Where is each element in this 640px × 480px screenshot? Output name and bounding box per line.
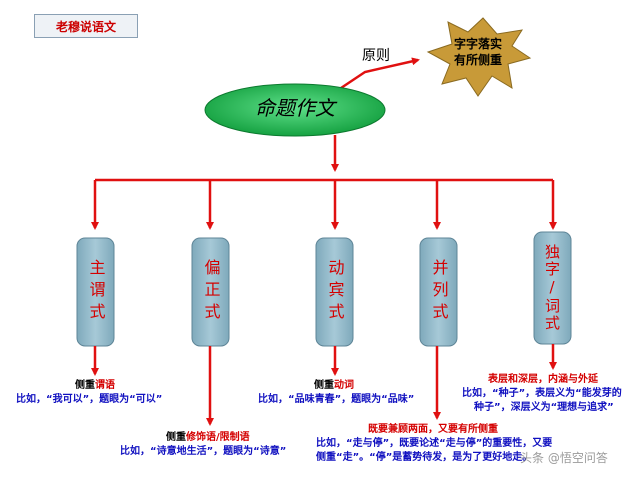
note-5-line1-text: 比如，“种子”，表层义为“能发芽的 xyxy=(462,388,622,399)
star-text-line2: 有所侧重 xyxy=(454,53,503,67)
note-1-example-text: 比如，“我可以”，题眼为“可以” xyxy=(16,394,163,405)
note-4-line2: 侧重“走”。“停”是蓄势待发，是为了更好地走。 xyxy=(316,452,532,464)
note-1-example: 比如，“我可以”，题眼为“可以” xyxy=(16,394,162,406)
principle-arrow xyxy=(334,57,420,94)
note-4-head: 既要兼顾两面，又要有所侧重 xyxy=(368,424,498,435)
note-3-example: 比如，“品味青春”，题眼为“品味” xyxy=(258,394,414,406)
watermark: 头条 @悟空问答 xyxy=(520,451,608,465)
note-5-line1: 比如，“种子”，表层义为“能发芽的 xyxy=(462,388,622,400)
note-2-example: 比如，“诗意地生活”，题眼为“诗意” xyxy=(120,446,286,458)
note-3-head: 侧重动词 xyxy=(314,380,354,392)
note-4-line1: 比如，“走与停”，既要论述“走与停”的重要性，又要 xyxy=(316,438,552,450)
note-4-line2-text: 侧重“走”。“停”是蓄势待发，是为了更好地走。 xyxy=(316,452,533,463)
center-label: 命题作文 xyxy=(255,96,335,120)
pillar-label-4: 并列式 xyxy=(429,259,449,325)
pillar-4 xyxy=(419,237,458,347)
note-2-emph: 修饰语/限制语 xyxy=(186,432,250,443)
pillar-label-3: 动宾式 xyxy=(325,259,345,325)
note-2-prefix: 侧重 xyxy=(166,432,186,443)
star-text-line1: 字字落实 xyxy=(454,37,503,51)
note-4-line1-text: 比如，“走与停”，既要论述“走与停”的重要性，又要 xyxy=(316,438,553,449)
pillar-label-1: 主谓式 xyxy=(86,259,106,325)
note-2-head: 侧重修饰语/限制语 xyxy=(166,432,250,444)
title-box: 老穆说语文 xyxy=(34,14,138,38)
pillar-label-5: 独字/词式 xyxy=(543,244,561,332)
note-3-example-text: 比如，“品味青春”，题眼为“品味” xyxy=(258,394,415,405)
note-3-prefix: 侧重 xyxy=(314,380,334,391)
note-5-head: 表层和深层，内涵与外延 xyxy=(488,374,598,385)
principle-star xyxy=(426,17,532,97)
principle-label: 原则 xyxy=(362,48,390,64)
note-1-prefix: 侧重 xyxy=(75,380,95,391)
note-5-line2-text: 种子”，深层义为“理想与追求” xyxy=(474,402,614,413)
note-2-example-text: 比如，“诗意地生活”，题眼为“诗意” xyxy=(120,446,287,457)
note-5-line2: 种子”，深层义为“理想与追求” xyxy=(474,402,614,414)
note-1-emph: 谓语 xyxy=(95,380,115,391)
note-1-head: 侧重谓语 xyxy=(75,380,115,392)
pillar-label-2: 偏正式 xyxy=(201,259,221,325)
note-3-emph: 动词 xyxy=(334,380,354,391)
center-ellipse xyxy=(204,83,386,137)
